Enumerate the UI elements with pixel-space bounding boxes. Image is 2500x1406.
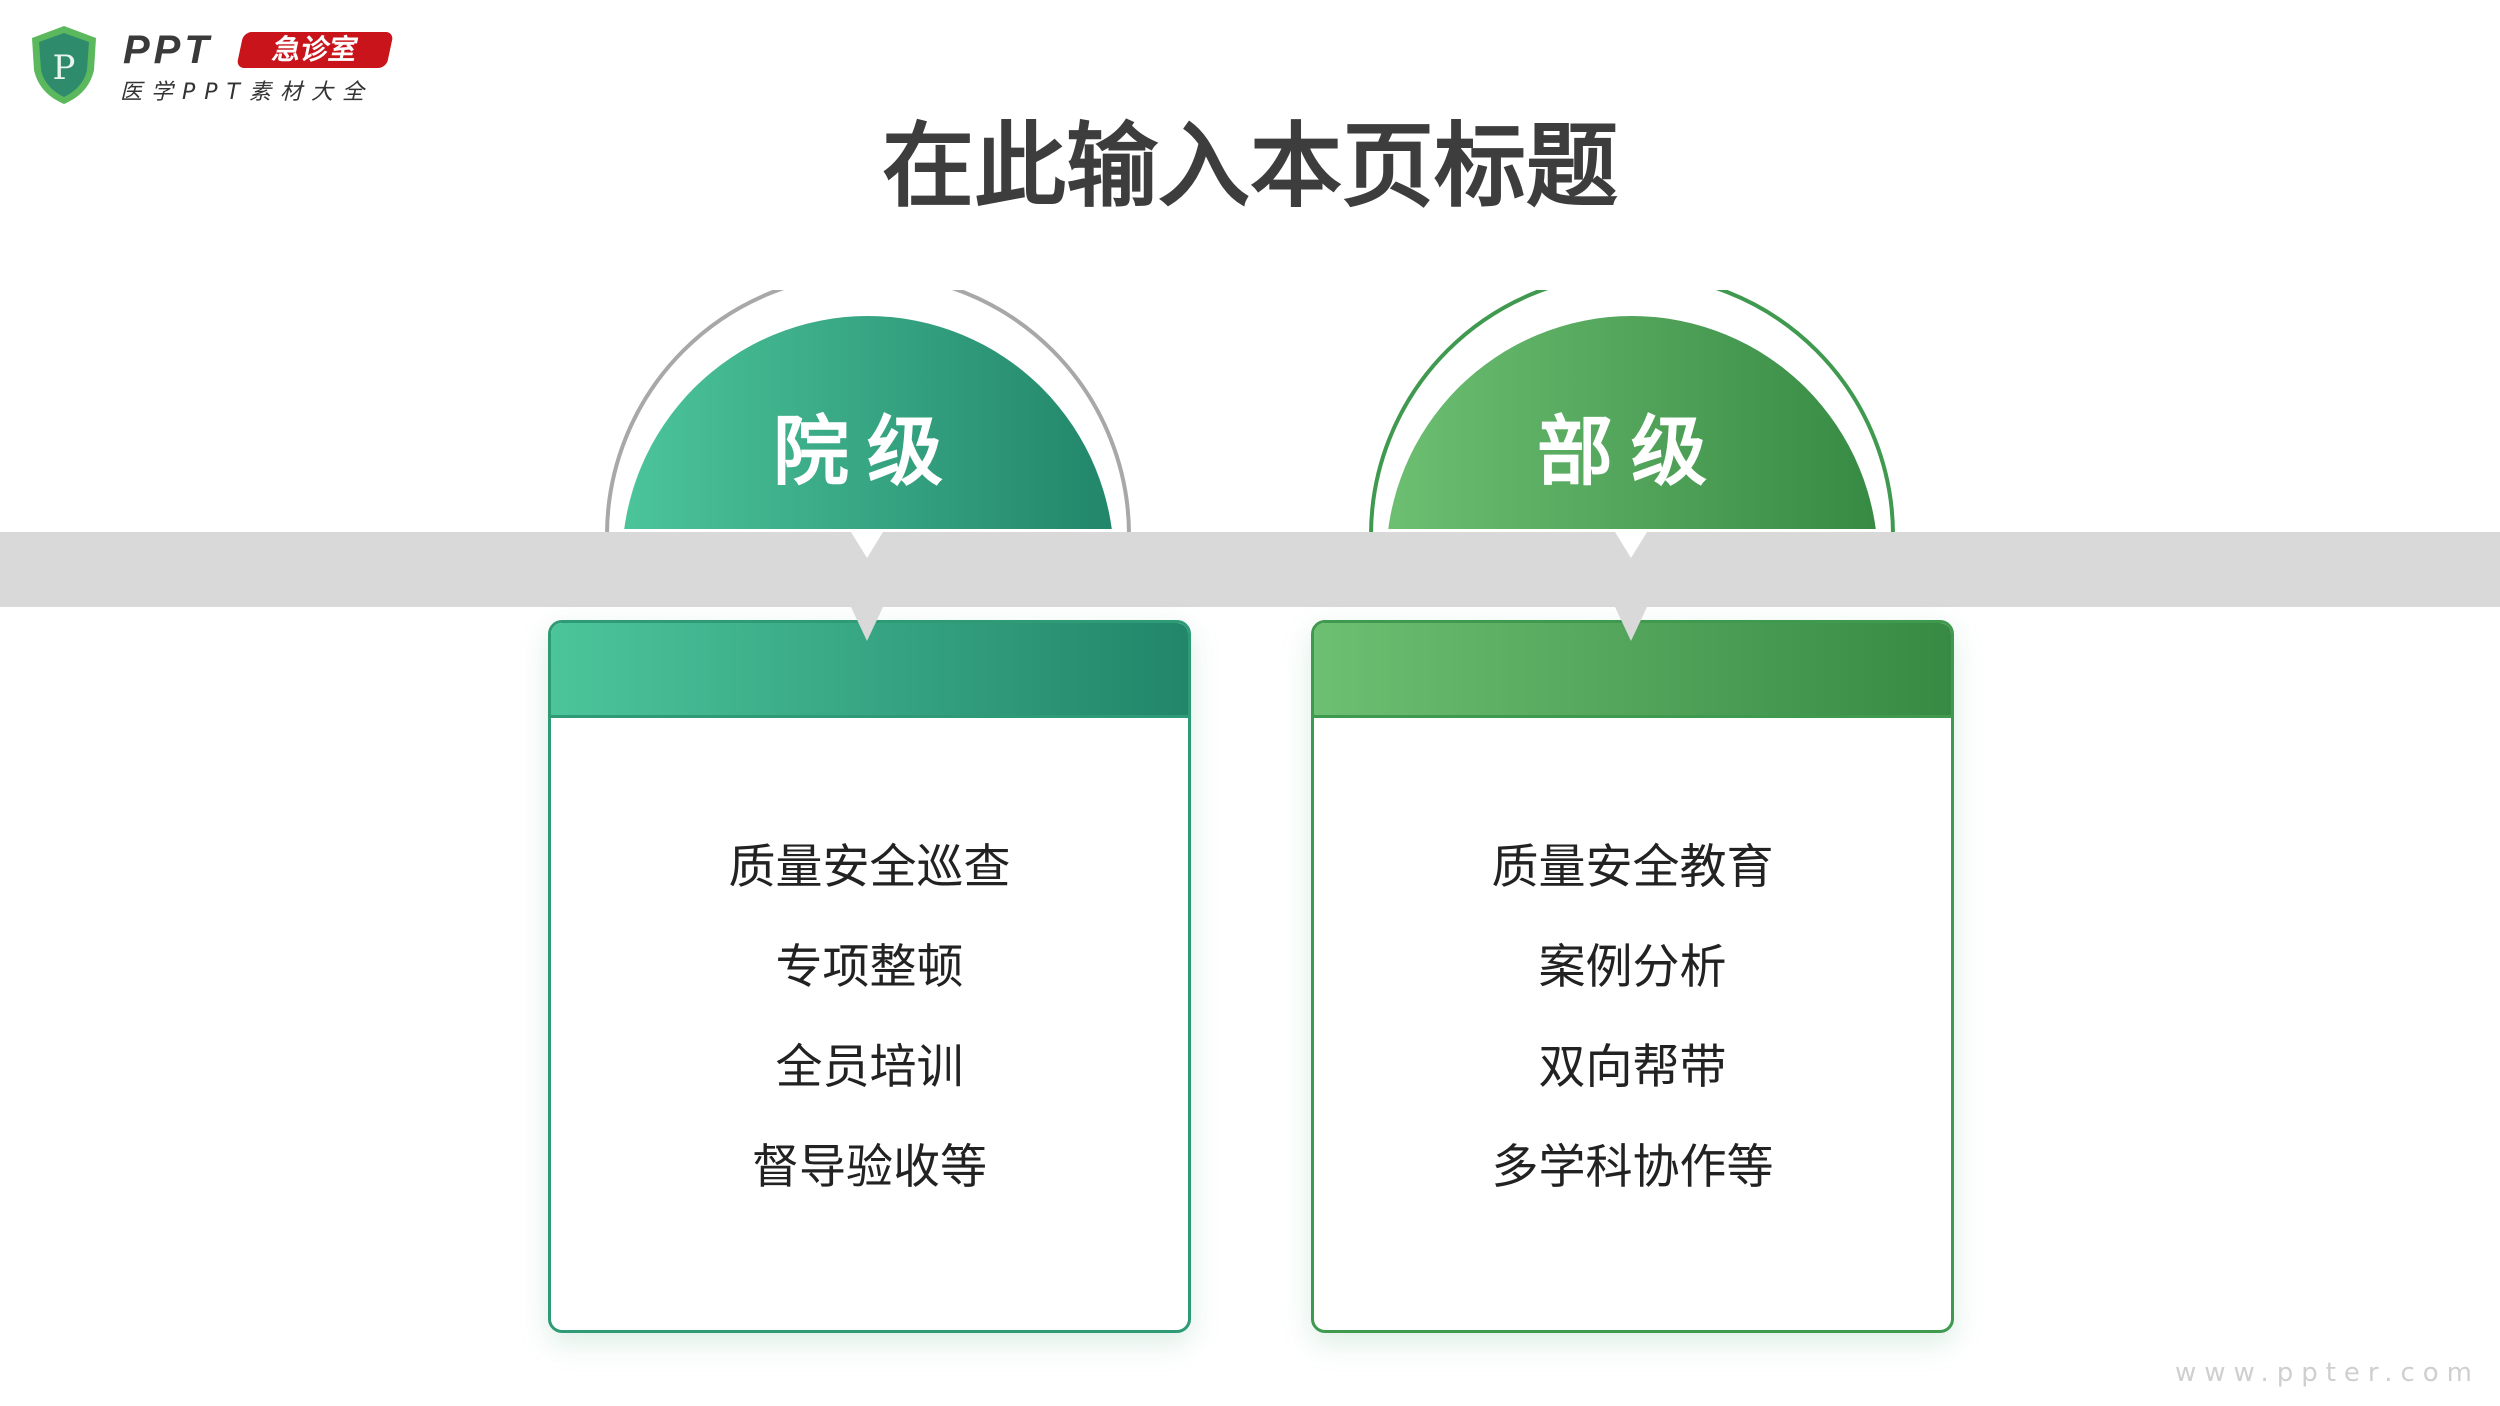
timeline-band bbox=[0, 532, 2500, 607]
dome-label-left: 院级 bbox=[773, 407, 961, 496]
list-item: 督导验收等 bbox=[752, 1140, 987, 1195]
svg-text:P: P bbox=[53, 48, 76, 88]
pointer-right-top bbox=[1615, 532, 1647, 558]
list-item: 全员培训 bbox=[775, 1040, 964, 1095]
pointer-left-top bbox=[851, 532, 883, 558]
list-item: 专项整顿 bbox=[775, 940, 964, 995]
card-left: 质量安全巡查 专项整顿 全员培训 督导验收等 bbox=[548, 620, 1191, 1333]
card-right: 质量安全教育 案例分析 双向帮带 多学科协作等 bbox=[1311, 620, 1954, 1333]
list-item: 质量安全教育 bbox=[1491, 840, 1774, 895]
list-item: 多学科协作等 bbox=[1491, 1140, 1774, 1195]
watermark: www.ppter.com bbox=[2175, 1358, 2480, 1388]
list-item: 案例分析 bbox=[1538, 940, 1727, 995]
logo-brand: PPT bbox=[123, 28, 213, 72]
page-title: 在此输入本页标题 bbox=[881, 113, 1618, 220]
list-item: 质量安全巡查 bbox=[728, 840, 1011, 895]
dome-left bbox=[605, 290, 1131, 535]
dome-right bbox=[1369, 290, 1895, 535]
dome-label-right: 部级 bbox=[1537, 407, 1725, 496]
pointer-right-bottom bbox=[1615, 607, 1647, 641]
logo-subtitle: 医学PPT素材大全 bbox=[120, 80, 373, 105]
logo: P PPT 急诊室 医学PPT素材大全 bbox=[28, 24, 398, 106]
pointer-left-bottom bbox=[851, 607, 883, 641]
logo-badge: 急诊室 bbox=[236, 32, 394, 68]
shield-icon: P bbox=[32, 26, 96, 104]
list-item: 双向帮带 bbox=[1538, 1040, 1727, 1095]
